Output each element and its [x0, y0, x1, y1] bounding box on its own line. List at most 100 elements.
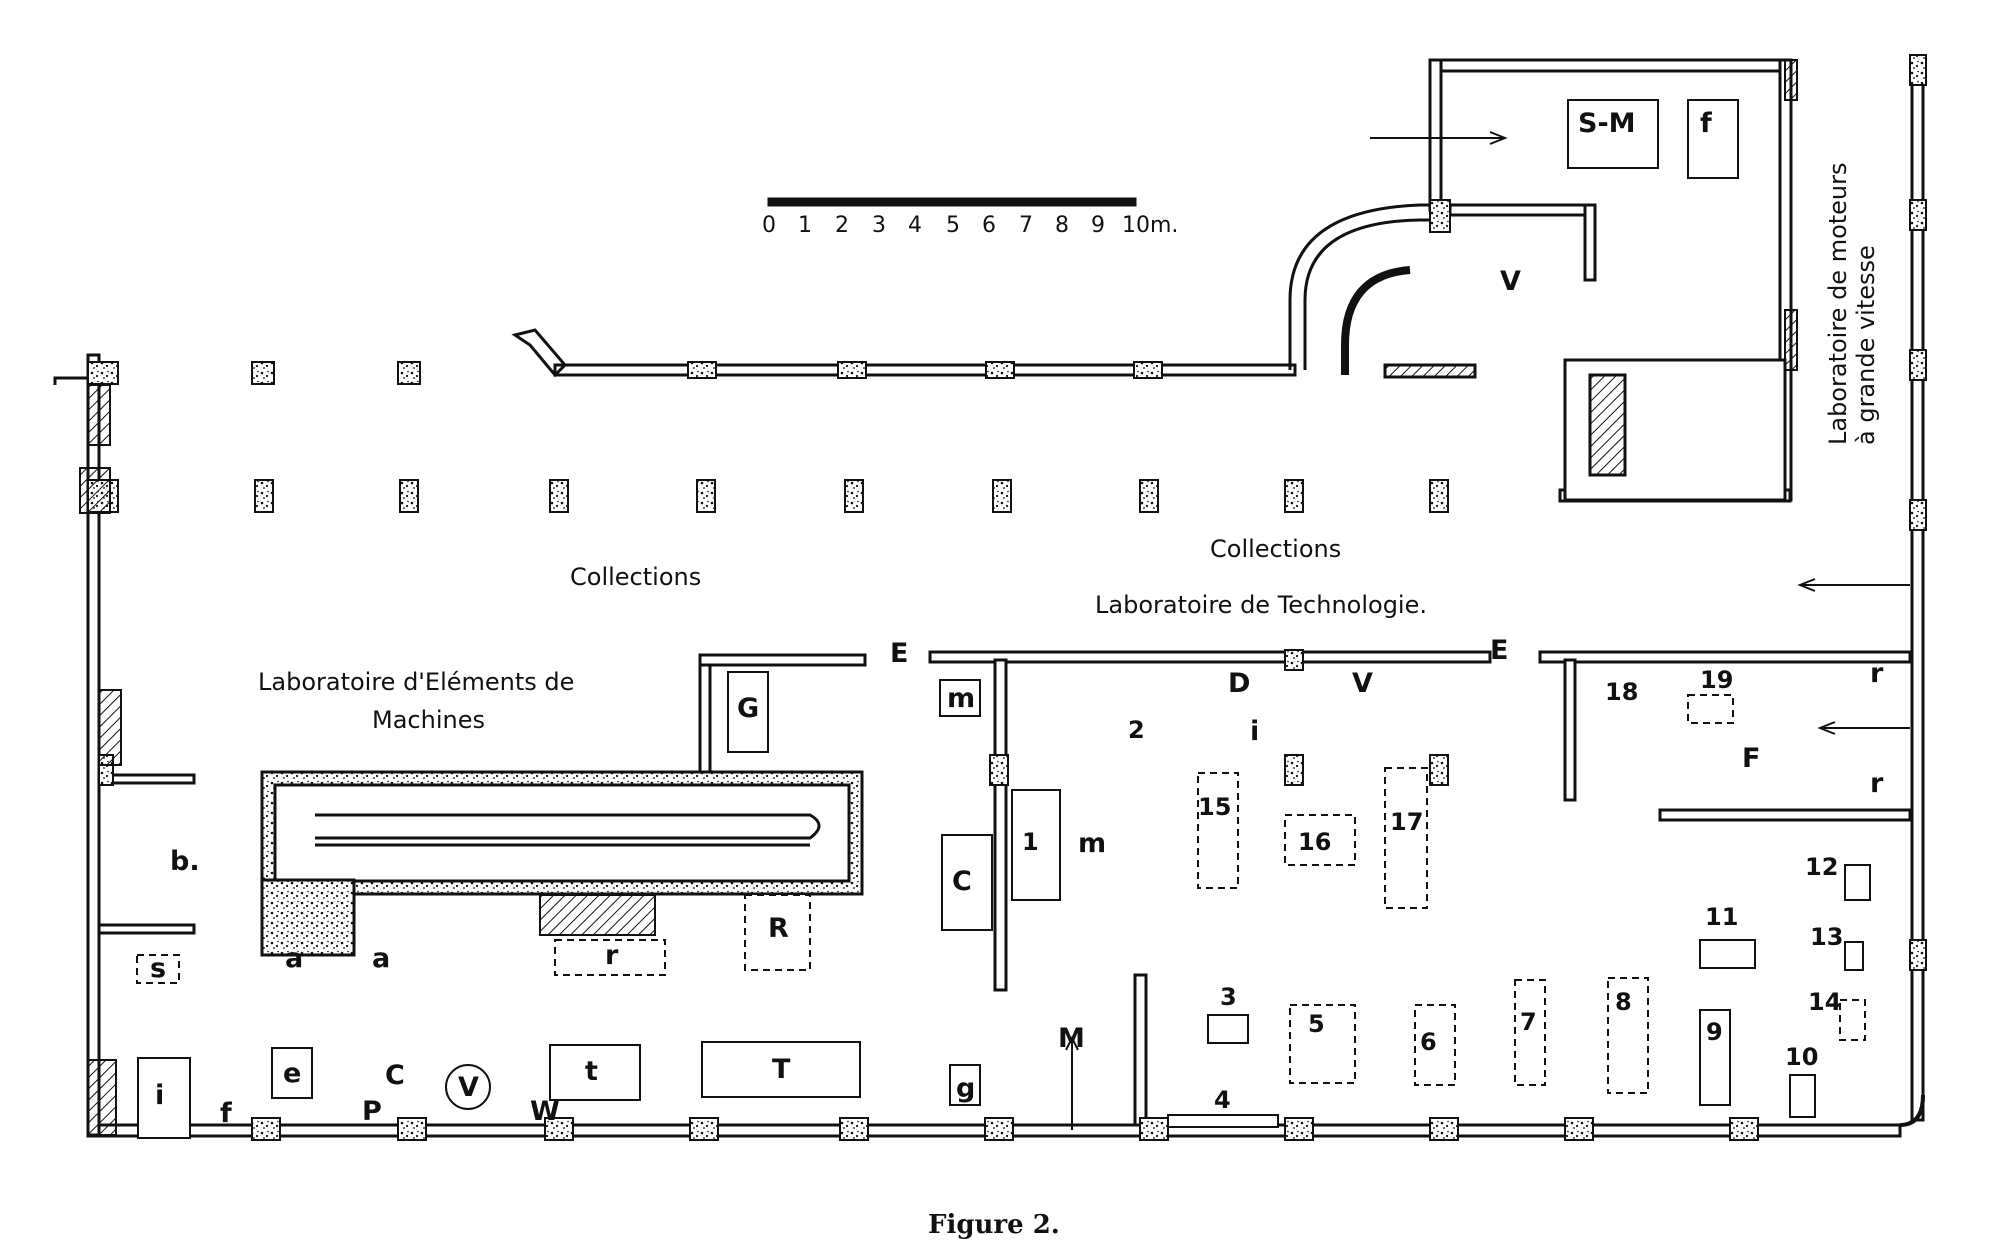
box-19 [1687, 694, 1734, 724]
box-T [701, 1041, 861, 1098]
box-sm [1567, 99, 1659, 169]
box-f-top [1687, 99, 1739, 179]
figure-caption: Figure 2. [928, 1210, 1060, 1240]
column [397, 1117, 427, 1141]
wall-vertical-m [993, 658, 1008, 992]
box-13 [1844, 941, 1864, 971]
label-num-19: 19 [1700, 666, 1734, 694]
column [399, 479, 419, 513]
column [992, 479, 1012, 513]
label-a1: a [285, 943, 304, 974]
column [1139, 479, 1159, 513]
arrow-entry-top [1370, 131, 1508, 145]
label-r-big: R [768, 913, 789, 944]
box-12 [1844, 864, 1871, 901]
wall-room-v-top [1448, 203, 1597, 217]
label-num-3: 3 [1220, 983, 1237, 1011]
wall-engine-room-top [1428, 58, 1792, 73]
label-t-big: T [772, 1054, 791, 1085]
column [1909, 939, 1927, 971]
wall-vertical-lower [1133, 973, 1148, 1127]
circle-v [445, 1064, 491, 1110]
label-lab-technologie: Laboratoire de Technologie. [1095, 591, 1427, 619]
column [1564, 1117, 1594, 1141]
label-num-4: 4 [1214, 1086, 1231, 1114]
column [696, 479, 716, 513]
label-t-small: t [585, 1056, 598, 1087]
wall-elements-top [698, 653, 867, 667]
label-v-mid: V [1352, 668, 1373, 699]
label-e-small: e [283, 1058, 302, 1089]
box-i [137, 1057, 191, 1139]
hatched-wall [79, 467, 111, 514]
stair-flight-top [1588, 373, 1627, 477]
hatched-wall [87, 384, 111, 446]
wall-southeast-curve [1899, 1094, 1925, 1127]
hatched-wall [1784, 309, 1798, 371]
label-i-mid: i [1250, 716, 1260, 747]
label-num-15: 15 [1198, 793, 1232, 821]
column [984, 1117, 1014, 1141]
label-collections-left: Collections [570, 563, 702, 591]
wall-room-f-bottom [1658, 808, 1912, 822]
box-t [549, 1044, 641, 1101]
box-m [939, 679, 981, 717]
label-collections-right: Collections [1210, 535, 1342, 563]
wall-room-v-side [1583, 203, 1597, 282]
column [1139, 1117, 1169, 1141]
label-num-16: 16 [1298, 828, 1332, 856]
column [544, 1117, 574, 1141]
label-v-circle: V [458, 1072, 479, 1103]
box-6 [1414, 1004, 1456, 1086]
label-lab-moteurs-1: Laboratoire de moteurs [1824, 162, 1852, 445]
label-c-box: C [952, 866, 972, 897]
column [1429, 479, 1449, 513]
box-r-big [744, 894, 811, 971]
label-num-6: 6 [1420, 1028, 1437, 1056]
track-stairs [539, 894, 656, 936]
label-g-small: g [956, 1073, 976, 1104]
label-w: W [530, 1096, 560, 1127]
label-r-small: r [605, 940, 619, 971]
column [1284, 649, 1304, 671]
column [254, 479, 274, 513]
column [1284, 754, 1304, 786]
scale-tick: 9 [1091, 213, 1105, 238]
wall-partition-mid-left [928, 650, 1492, 664]
test-track-block [260, 878, 356, 957]
column [1284, 479, 1304, 513]
label-v-top: V [1500, 266, 1521, 297]
label-d: D [1228, 668, 1251, 699]
label-num-10: 10 [1785, 1043, 1819, 1071]
wall-engine-room-left [1428, 58, 1443, 212]
label-f-small: f [220, 1098, 232, 1129]
box-15 [1197, 772, 1239, 889]
column [844, 479, 864, 513]
label-lab-moteurs-2: à grande vitesse [1851, 245, 1880, 445]
column [1909, 349, 1927, 381]
label-num-8: 8 [1615, 988, 1632, 1016]
label-a2: a [372, 943, 391, 974]
column [1429, 1117, 1459, 1141]
box-9 [1699, 1009, 1731, 1106]
label-i-left: i [155, 1080, 165, 1111]
label-m-box: m [947, 683, 976, 714]
label-sm: S-M [1578, 108, 1636, 139]
test-track-rail-upper [315, 813, 821, 840]
column [1909, 499, 1927, 531]
box-7 [1514, 979, 1546, 1086]
wall-room-f-left [1563, 658, 1577, 802]
box-14 [1839, 999, 1866, 1041]
label-r-right2: r [1870, 768, 1884, 799]
label-e-right: E [1490, 635, 1509, 666]
wall-room-v-lower [1383, 363, 1477, 379]
label-g: G [737, 693, 760, 724]
label-num-13: 13 [1810, 923, 1844, 951]
column [549, 479, 569, 513]
box-16 [1284, 814, 1356, 866]
label-s: s [150, 953, 167, 984]
box-g [727, 671, 769, 753]
column [1909, 54, 1927, 86]
label-e-left: E [890, 638, 909, 669]
